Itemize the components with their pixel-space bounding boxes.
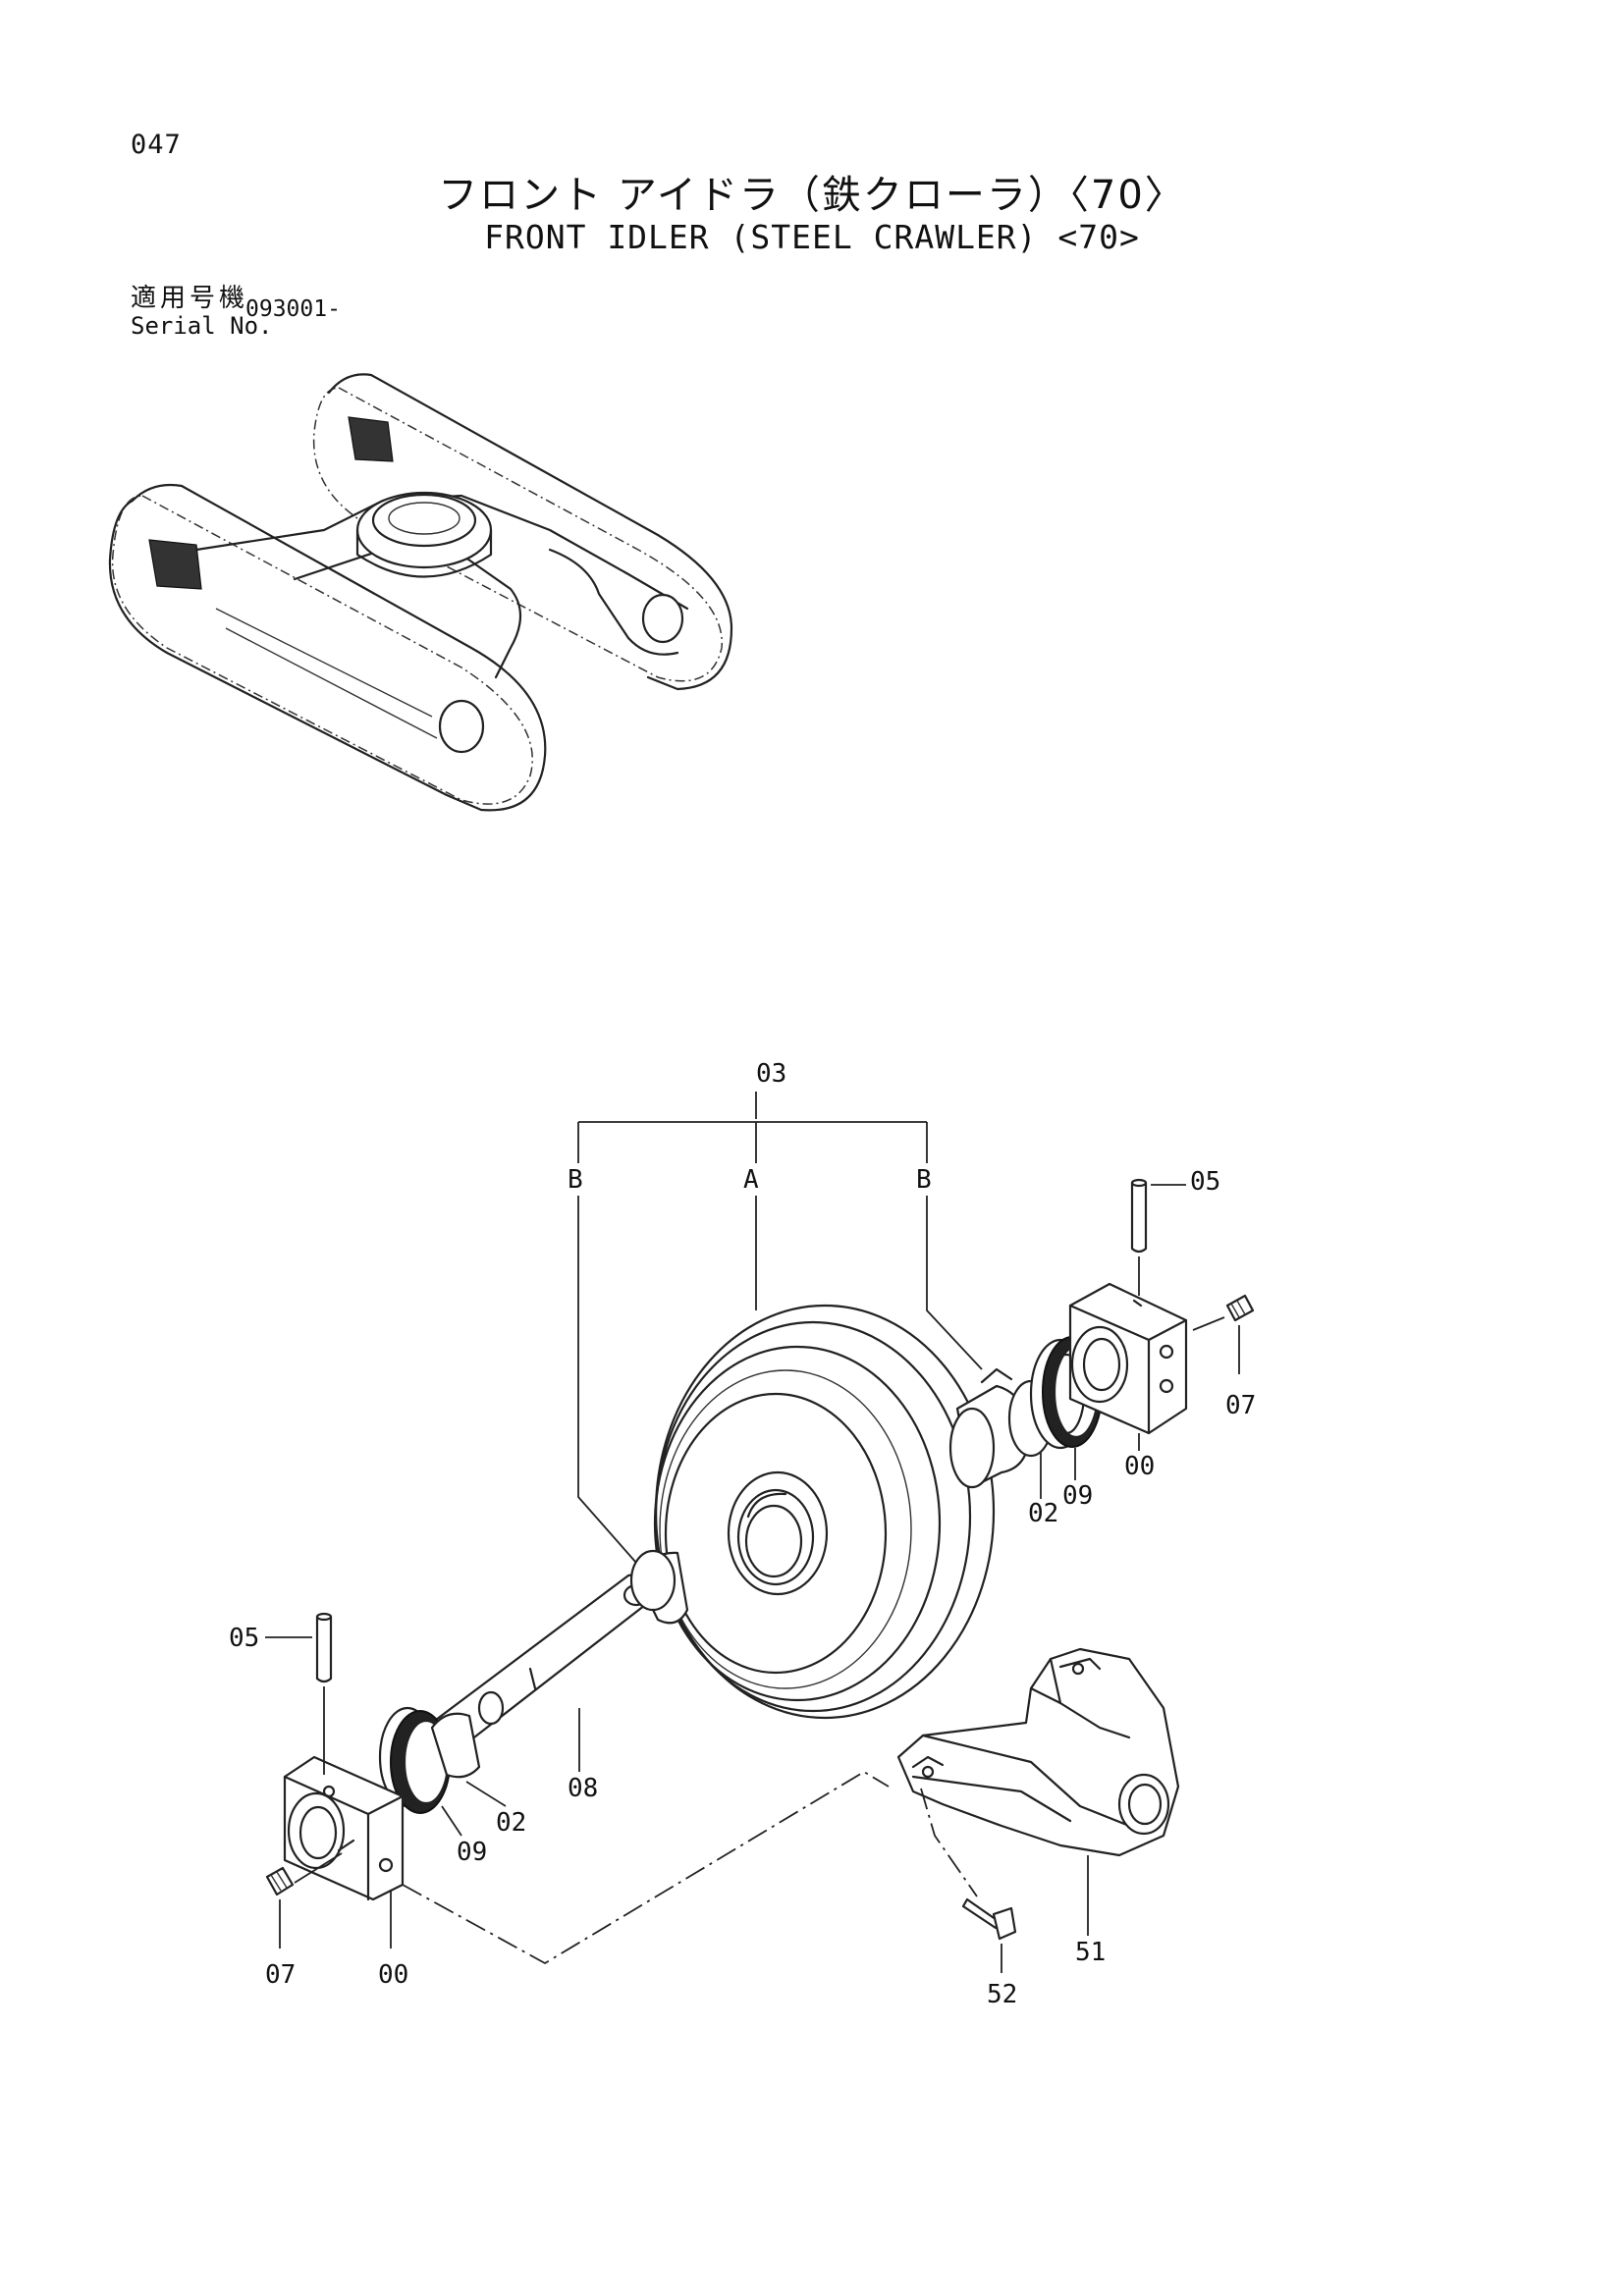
serial-label-japanese: 適用号機 [131, 284, 249, 313]
callout-00-left: 00 [378, 1960, 408, 1990]
title-japanese: フロント アイドラ（鉄クローラ）〈70〉 [438, 173, 1186, 218]
bracket-right [1068, 1282, 1188, 1435]
serial-label-english: Serial No. [131, 312, 273, 340]
callout-b-right: B [916, 1165, 932, 1195]
callout-02-right: 02 [1028, 1499, 1058, 1528]
plug-left: 07 [265, 1852, 343, 1990]
assembly-centreline [402, 1770, 890, 1965]
idler-wheel [653, 1304, 996, 1720]
callout-52: 52 [987, 1980, 1017, 2009]
callout-a: A [743, 1165, 759, 1195]
callout-09-left: 09 [457, 1838, 487, 1867]
idler-highlight-rear [348, 416, 394, 462]
callout-51: 51 [1075, 1938, 1106, 1967]
seal-ring-left [378, 1706, 451, 1814]
pin-left: 05 [229, 1612, 333, 1775]
right-side-parts: 05 07 00 09 02 [948, 1167, 1256, 1528]
assy-03-bracket: 03 B A B [568, 1059, 983, 1572]
plug-right: 07 [1192, 1294, 1256, 1420]
callout-08: 08 [568, 1774, 598, 1803]
callout-05-right: 05 [1190, 1167, 1220, 1197]
callout-05-left: 05 [229, 1624, 259, 1653]
page-number: 047 [131, 130, 182, 160]
undercarriage-locator-view [108, 373, 733, 812]
serial-number: 093001- [245, 296, 341, 322]
idler-highlight-front [148, 539, 202, 590]
bolt: 52 [920, 1788, 1017, 2009]
bracket-left [283, 1755, 405, 1901]
callout-07-left: 07 [265, 1960, 296, 1990]
left-side-parts: 02 09 05 [229, 1612, 526, 1990]
callout-00-right: 00 [1124, 1452, 1155, 1481]
callout-07-right: 07 [1225, 1391, 1256, 1420]
callout-b-left: B [568, 1165, 583, 1195]
pin-right: 05 [1130, 1167, 1220, 1296]
callout-09-right: 09 [1062, 1481, 1093, 1511]
idler-yoke: 51 [896, 1647, 1180, 1967]
callout-02-left: 02 [496, 1808, 526, 1838]
title-english: FRONT IDLER (STEEL CRAWLER) <70> [484, 218, 1140, 256]
callout-03: 03 [756, 1059, 786, 1089]
